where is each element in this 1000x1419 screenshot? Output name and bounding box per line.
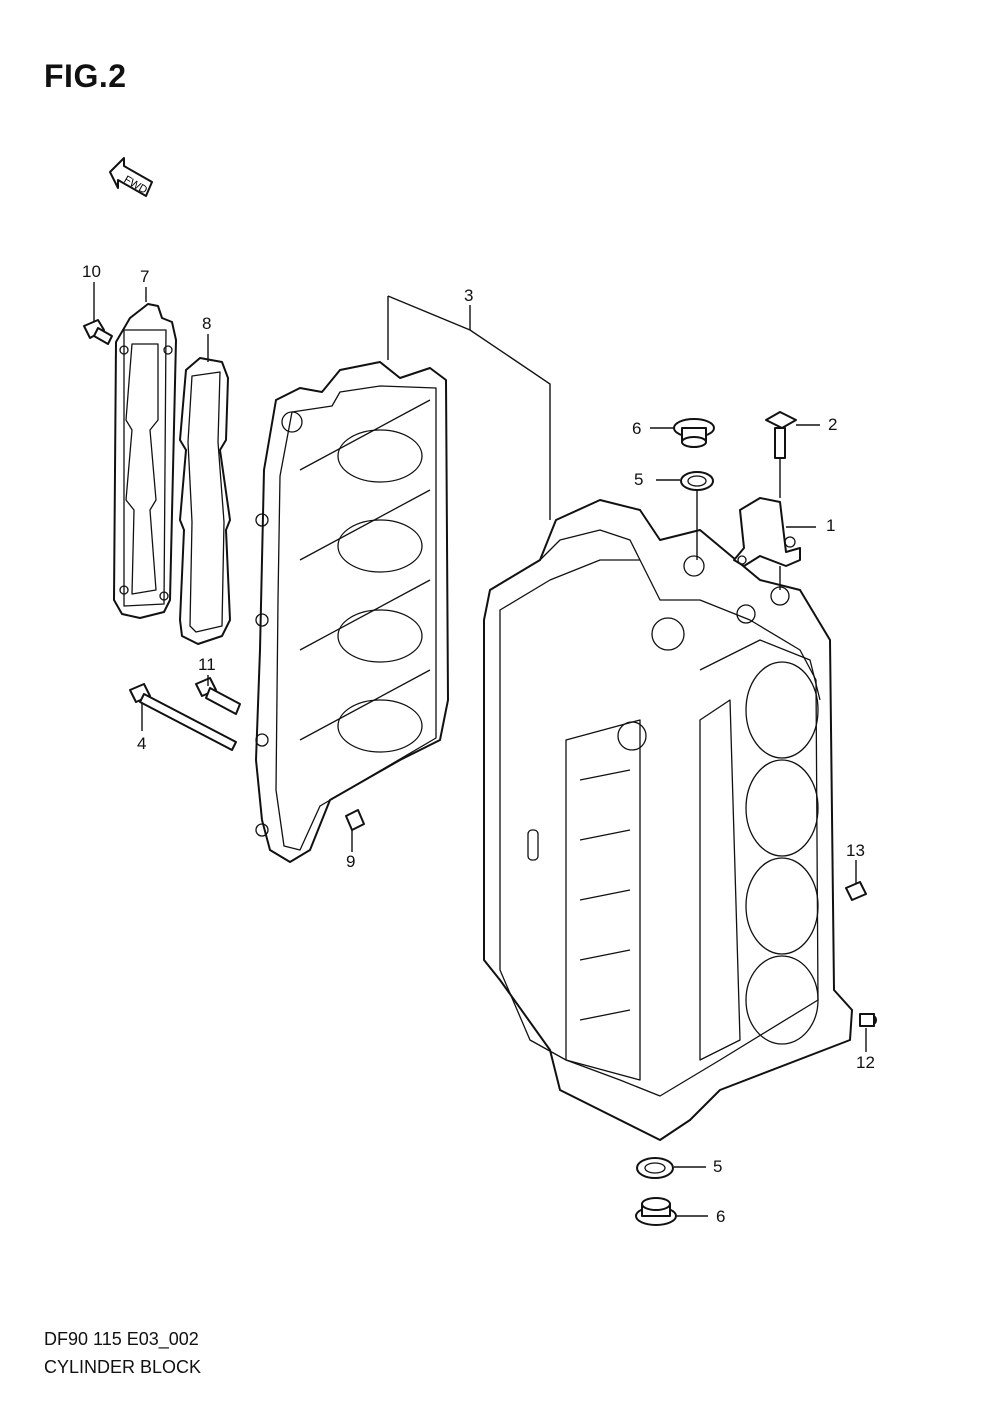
- callout-11: 11: [198, 655, 216, 674]
- part-7-cover: [113, 303, 177, 619]
- part-11-bolt: [195, 677, 241, 715]
- part-6-plug-top: [673, 418, 715, 448]
- part-13-stud: [845, 881, 867, 901]
- part-8-gasket: [179, 357, 231, 645]
- callout-2: 2: [828, 415, 837, 434]
- part-12-fitting: [859, 1013, 877, 1027]
- callout-5-top: 5: [634, 470, 643, 489]
- callout-10: 10: [82, 262, 101, 281]
- part-4-bolt: [129, 683, 237, 751]
- crankcase-half: [255, 361, 449, 863]
- callout-6-top: 6: [632, 419, 641, 438]
- part-1-bracket: [733, 497, 801, 567]
- part-2-bolt: [765, 411, 797, 459]
- callout-5-bottom: 5: [713, 1157, 722, 1176]
- leader-lines: [93, 282, 867, 1217]
- forward-direction-arrow: FWD: [109, 157, 153, 197]
- callout-6-bottom: 6: [716, 1207, 725, 1226]
- callout-4: 4: [137, 734, 146, 753]
- part-5-washer-bottom: [636, 1157, 674, 1179]
- figure-title: FIG.2: [44, 58, 127, 94]
- part-10-bolt: [83, 319, 113, 345]
- callout-7: 7: [140, 267, 149, 286]
- part-6-plug-bottom: [635, 1197, 677, 1226]
- diagram-name: CYLINDER BLOCK: [44, 1357, 202, 1377]
- part-5-washer-top: [680, 471, 714, 491]
- callout-12: 12: [856, 1053, 875, 1072]
- callout-13: 13: [846, 841, 865, 860]
- callout-3: 3: [464, 286, 473, 305]
- callout-9: 9: [346, 852, 355, 871]
- part-9-dowel-pin: [345, 809, 365, 831]
- callout-1: 1: [826, 516, 835, 535]
- callout-8: 8: [202, 314, 211, 333]
- callout-labels: 1 2 3 4 5 5 6 6 7 8 9 10 11 12 13: [82, 262, 875, 1226]
- diagram-code: DF90 115 E03_002: [44, 1329, 199, 1349]
- cylinder-block: [483, 499, 853, 1141]
